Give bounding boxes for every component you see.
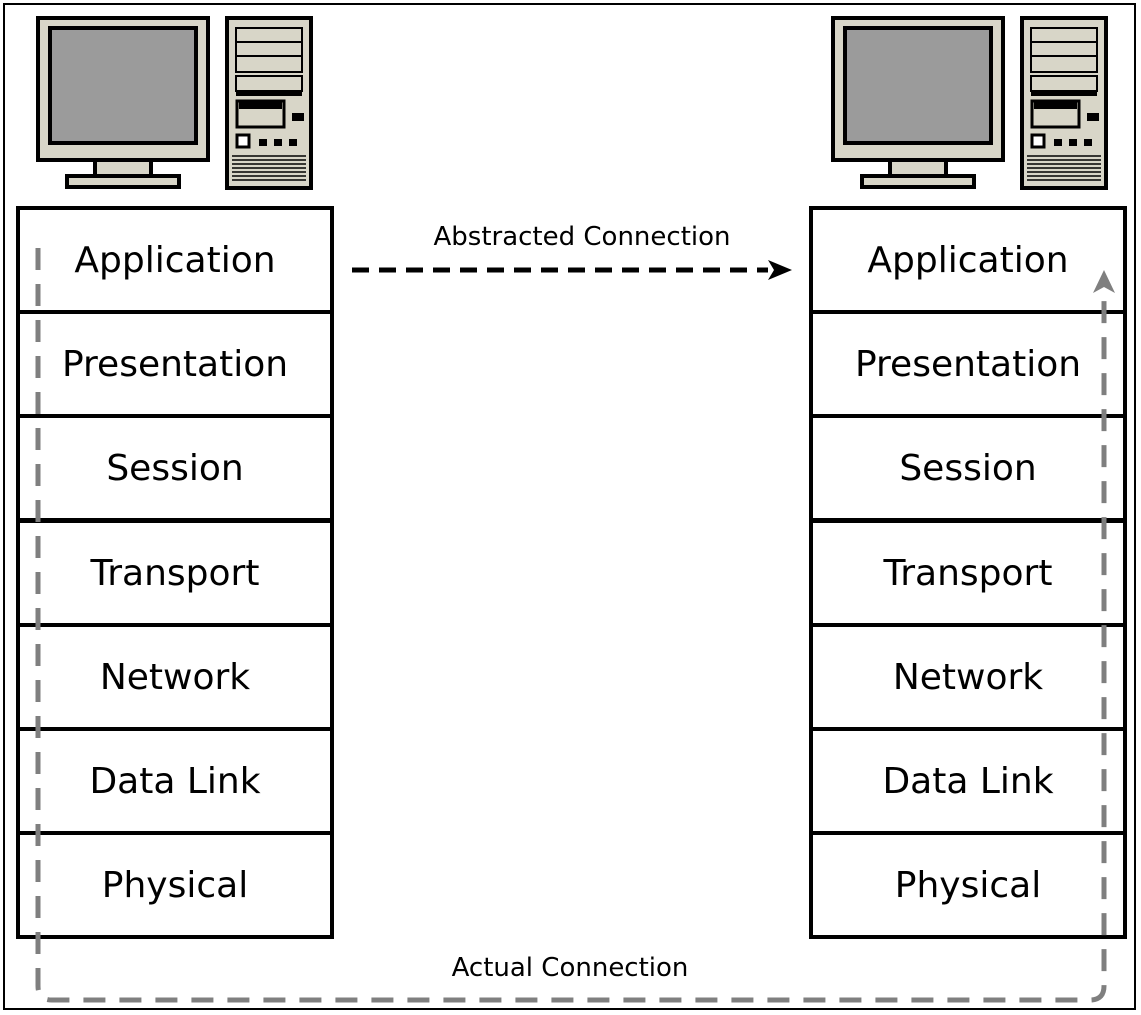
right-layer-data-link: Data Link (809, 727, 1127, 835)
diagram-frame (3, 3, 1136, 1010)
actual-connection-label: Actual Connection (451, 953, 689, 983)
actual-connection-arrowhead (1093, 270, 1115, 293)
right-computer-icon (831, 16, 1108, 190)
abstracted-connection-arrowhead (768, 260, 792, 280)
right-layer-transport: Transport (809, 519, 1127, 627)
right-layer-physical: Physical (809, 831, 1127, 939)
left-computer-icon (36, 16, 313, 190)
actual-connection-path (35, 248, 1107, 1003)
abstracted-connection-label: Abstracted Connection (433, 222, 731, 252)
left-layer-network: Network (16, 623, 334, 731)
right-osi-stack: Application Presentation Session Transpo… (809, 206, 1127, 939)
left-layer-physical: Physical (16, 831, 334, 939)
left-layer-application: Application (16, 206, 334, 314)
left-osi-stack: Application Presentation Session Transpo… (16, 206, 334, 939)
right-layer-presentation: Presentation (809, 310, 1127, 418)
